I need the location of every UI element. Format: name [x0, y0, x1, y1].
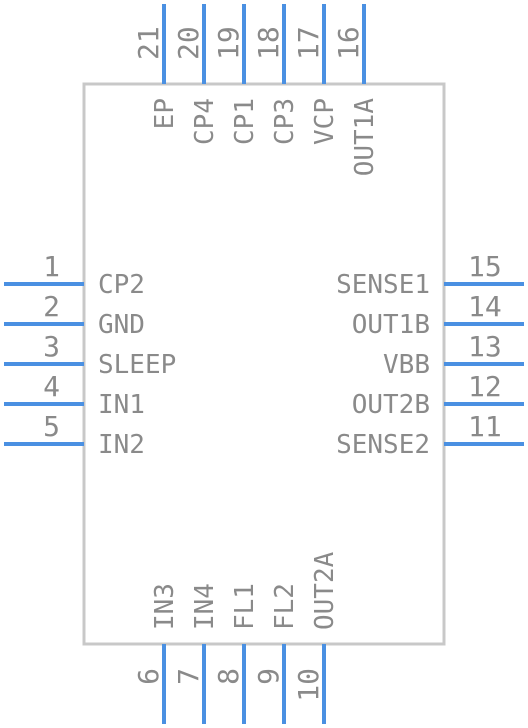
pin-label: SENSE2	[336, 430, 430, 460]
pin-number: 6	[132, 668, 165, 685]
pin-number: 2	[43, 290, 60, 323]
pin-label: IN1	[98, 390, 145, 420]
pin-number: 12	[468, 370, 502, 403]
pin-number: 15	[468, 250, 502, 283]
pin-label: SLEEP	[98, 350, 176, 380]
pin-label: EP	[150, 98, 180, 129]
pin-number: 4	[43, 370, 60, 403]
pin-number: 18	[252, 26, 285, 60]
pin-number: 13	[468, 330, 502, 363]
pin-label: VBB	[383, 350, 430, 380]
pin-label: SENSE1	[336, 270, 430, 300]
pin-number: 5	[43, 410, 60, 443]
pin-label: CP2	[98, 270, 145, 300]
pin-label: CP3	[270, 98, 300, 145]
pin-number: 7	[172, 668, 205, 685]
pin-label: OUT1A	[350, 98, 380, 177]
pin-label: OUT1B	[352, 310, 430, 340]
pin-number: 8	[212, 668, 245, 685]
pin-number: 20	[172, 26, 205, 60]
pin-label: GND	[98, 310, 145, 340]
pin-number: 21	[132, 26, 165, 60]
pin-number: 14	[468, 290, 502, 323]
pin-number: 10	[292, 668, 325, 702]
pin-label: CP4	[190, 98, 220, 145]
pin-label: OUT2A	[310, 551, 340, 630]
pin-label: FL2	[270, 583, 300, 630]
pin-label: FL1	[230, 583, 260, 630]
pin-label: IN3	[150, 583, 180, 630]
pin-number: 3	[43, 330, 60, 363]
pin-label: IN4	[190, 583, 220, 630]
pins: 1CP22GND3SLEEP4IN15IN211SENSE212OUT2B13V…	[4, 4, 524, 724]
pin-number: 11	[468, 410, 502, 443]
pin-number: 1	[43, 250, 60, 283]
pin-number: 17	[292, 26, 325, 60]
pin-label: OUT2B	[352, 390, 430, 420]
pin-number: 19	[212, 26, 245, 60]
pin-number: 16	[332, 26, 365, 60]
pin-label: IN2	[98, 430, 145, 460]
pin-number: 9	[252, 668, 285, 685]
pin-label: CP1	[230, 98, 260, 145]
pin-label: VCP	[310, 98, 340, 145]
